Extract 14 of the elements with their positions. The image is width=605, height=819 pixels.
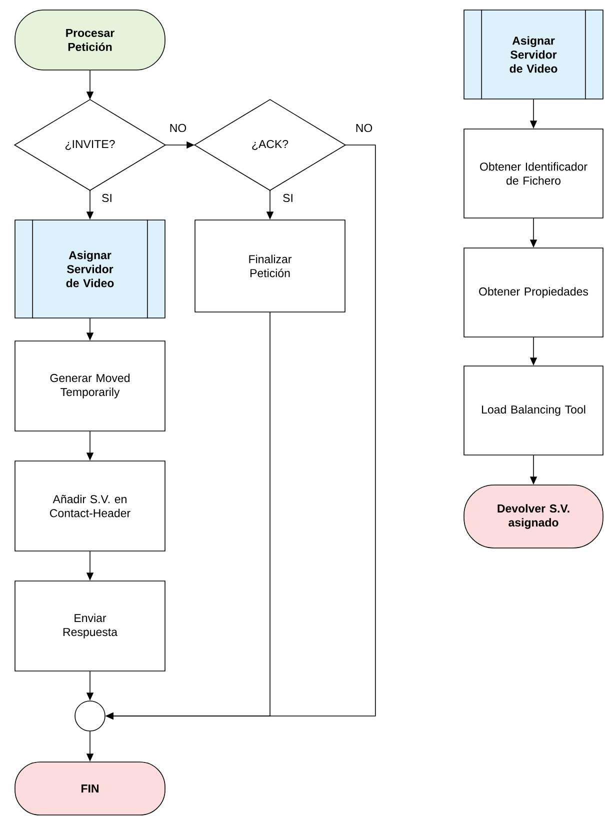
edge-label: NO [168,122,188,134]
edge-label: NO [354,122,374,134]
process-box: Obtener Propiedades [464,248,604,338]
process-box: Load Balancing Tool [464,366,604,456]
connector-circle [74,700,106,732]
edge-label: SI [282,192,294,204]
edge-label: SI [100,192,114,204]
process-box: Añadir S.V. en Contact-Header [14,460,166,552]
subprocess-box: Asignar Servidor de Video [14,219,166,319]
subprocess-box: Asignar Servidor de Video [464,9,604,100]
process-box: Enviar Respuesta [14,580,166,672]
process-box: Generar Moved Temporarily [14,340,166,432]
process-box: Finalizar Petición [194,220,346,312]
process-box: Obtener Identificador de Fichero [464,128,604,218]
